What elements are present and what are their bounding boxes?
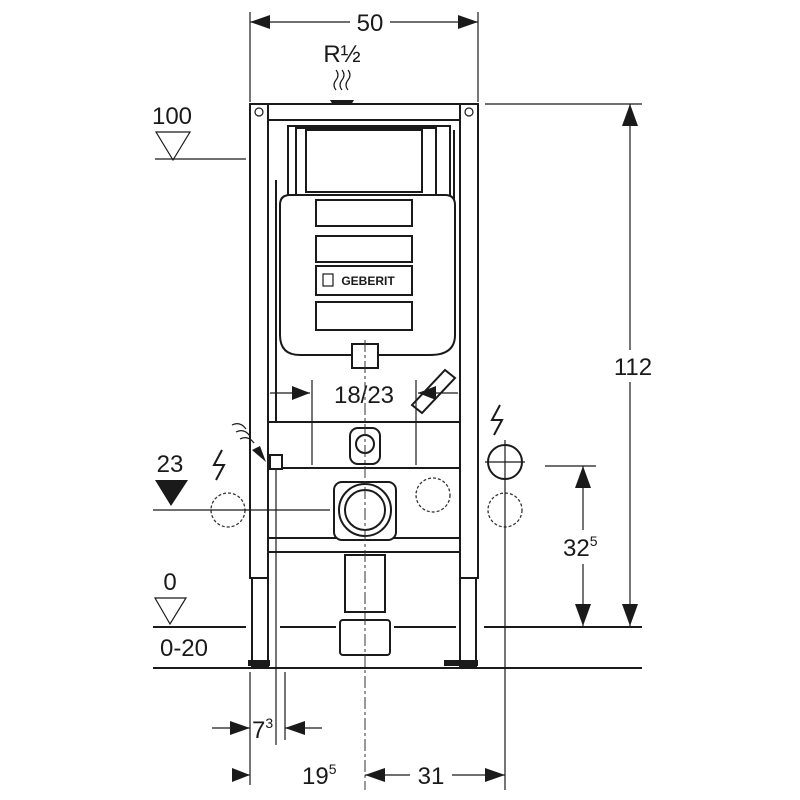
floor-level: 0 0-20 bbox=[153, 569, 642, 669]
drain-connection bbox=[210, 340, 525, 790]
svg-text:73: 73 bbox=[252, 715, 273, 744]
height-mark-23-label: 23 bbox=[157, 451, 184, 478]
brand-logo: GEBERIT bbox=[341, 274, 395, 288]
level-triangle-icon bbox=[153, 597, 188, 626]
width-label: 50 bbox=[357, 10, 384, 37]
actuator-range-dimension: 18/23 bbox=[270, 380, 458, 465]
electric-icon bbox=[212, 449, 226, 481]
cistern: GEBERIT bbox=[279, 125, 457, 415]
offset-b-sup: 5 bbox=[329, 761, 337, 777]
supply-height-label: 32 bbox=[563, 535, 590, 562]
offset-dimensions: 73 195 31 bbox=[212, 715, 505, 790]
offset-a-label: 7 bbox=[252, 717, 265, 744]
actuator-range-label: 18/23 bbox=[334, 382, 394, 409]
width-dimension: 50 bbox=[249, 8, 479, 102]
height-mark-100-label: 100 bbox=[152, 103, 192, 130]
water-wave-icon bbox=[231, 423, 255, 444]
floor-range-label: 0-20 bbox=[160, 635, 208, 662]
svg-text:195: 195 bbox=[302, 761, 337, 790]
total-height-label: 112 bbox=[614, 354, 652, 381]
total-height-dimension: 112 bbox=[485, 103, 658, 626]
geberit-logo-icon bbox=[322, 273, 334, 287]
electric-icon bbox=[490, 404, 504, 436]
level-triangle-filled-icon bbox=[155, 480, 188, 506]
connection-label: R½ bbox=[323, 41, 360, 68]
height-mark-23: 23 bbox=[153, 451, 330, 511]
offset-a-sup: 3 bbox=[265, 715, 273, 731]
offset-c-label: 31 bbox=[418, 763, 445, 790]
height-mark-100: 100 bbox=[152, 103, 246, 162]
supply-height-dimension: 325 bbox=[545, 465, 610, 626]
supply-height-sup: 5 bbox=[590, 533, 598, 549]
level-triangle-icon bbox=[154, 131, 192, 162]
svg-text:325: 325 bbox=[563, 533, 598, 562]
offset-b-label: 19 bbox=[302, 763, 329, 790]
floor-mark-label: 0 bbox=[163, 569, 176, 596]
